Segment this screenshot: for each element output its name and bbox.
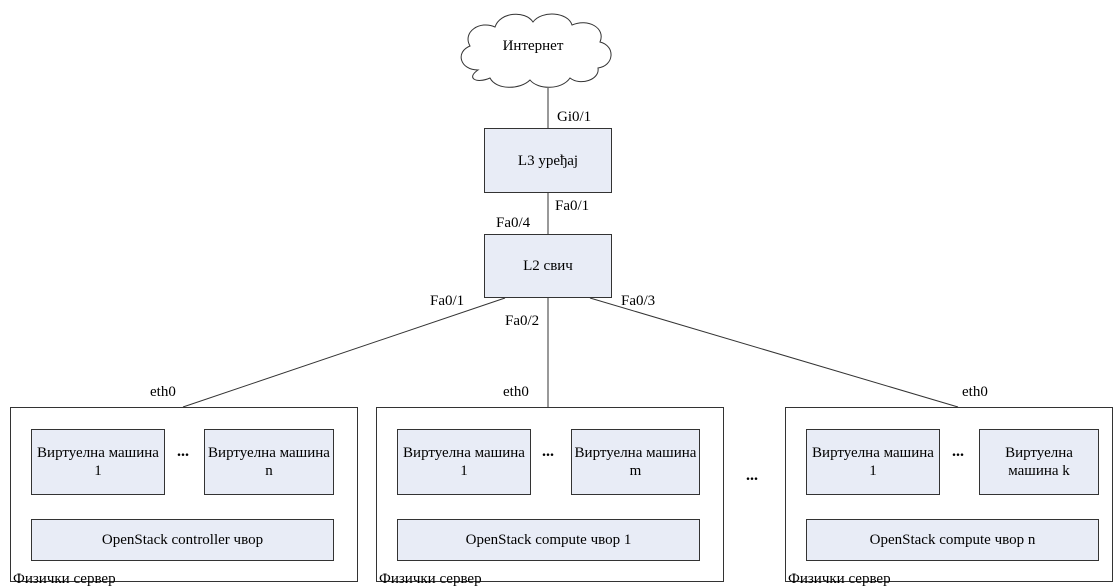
internet-label: Интернет bbox=[502, 38, 564, 54]
physical-server-compute-1: Виртуелна машина 1 ... Виртуелна машина … bbox=[376, 407, 724, 587]
l3-port-down-label: Fa0/1 bbox=[555, 198, 590, 214]
vm-box: Виртуелна машина 1 bbox=[397, 429, 531, 495]
server1-eth-label: eth0 bbox=[150, 384, 176, 400]
openstack-node-box: OpenStack compute чвор n bbox=[806, 519, 1099, 561]
vm-ellipsis: ... bbox=[542, 443, 554, 460]
vm-label: Виртуелна машина n bbox=[208, 445, 330, 479]
openstack-node-box: OpenStack controller чвор bbox=[31, 519, 334, 561]
openstack-node-box: OpenStack compute чвор 1 bbox=[397, 519, 700, 561]
openstack-node-label: OpenStack compute чвор n bbox=[869, 532, 1036, 548]
physical-server-caption: Физички сервер bbox=[788, 571, 891, 587]
physical-server-caption: Физички сервер bbox=[379, 571, 482, 587]
more-servers-ellipsis: ... bbox=[746, 467, 758, 484]
physical-server-compute-n: Виртуелна машина 1 ... Виртуелна машина … bbox=[785, 407, 1113, 587]
l3-port-up-label: Gi0/1 bbox=[557, 109, 592, 125]
l2-port-2-label: Fa0/2 bbox=[505, 313, 540, 329]
server2-eth-label: eth0 bbox=[503, 384, 529, 400]
vm-box: Виртуелна машина k bbox=[979, 429, 1099, 495]
server3-eth-label: eth0 bbox=[962, 384, 988, 400]
network-links bbox=[182, 13, 959, 408]
physical-server-caption: Физички сервер bbox=[13, 571, 116, 587]
vm-box: Виртуелна машина 1 bbox=[806, 429, 940, 495]
l2-switch-label: L2 свич bbox=[523, 258, 573, 274]
vm-label: Виртуелна машина 1 bbox=[812, 445, 934, 479]
l3-device-label: L3 уређај bbox=[517, 152, 579, 169]
vm-box: Виртуелна машина m bbox=[571, 429, 700, 495]
physical-server-controller: Виртуелна машина 1 ... Виртуелна машина … bbox=[10, 407, 358, 587]
vm-label: Виртуелна машина 1 bbox=[403, 445, 525, 479]
vm-label: Виртуелна машина 1 bbox=[37, 445, 159, 479]
l2-switch: L2 свич bbox=[484, 234, 612, 298]
openstack-node-label: OpenStack controller чвор bbox=[101, 532, 264, 548]
vm-box: Виртуелна машина 1 bbox=[31, 429, 165, 495]
link-l2-server3 bbox=[589, 297, 959, 408]
vm-ellipsis: ... bbox=[952, 443, 964, 460]
l2-port-up-label: Fa0/4 bbox=[496, 215, 531, 231]
l2-port-3-label: Fa0/3 bbox=[621, 293, 656, 309]
vm-ellipsis: ... bbox=[177, 443, 189, 460]
vm-label: Виртуелна машина m bbox=[574, 445, 697, 479]
l3-device: L3 уређај bbox=[484, 128, 612, 193]
openstack-node-label: OpenStack compute чвор 1 bbox=[465, 532, 632, 548]
vm-box: Виртуелна машина n bbox=[204, 429, 334, 495]
link-l2-server1 bbox=[182, 297, 506, 408]
vm-label: Виртуелна машина k bbox=[1005, 445, 1073, 479]
internet-cloud-shape bbox=[460, 13, 612, 88]
l2-port-1-label: Fa0/1 bbox=[430, 293, 465, 309]
